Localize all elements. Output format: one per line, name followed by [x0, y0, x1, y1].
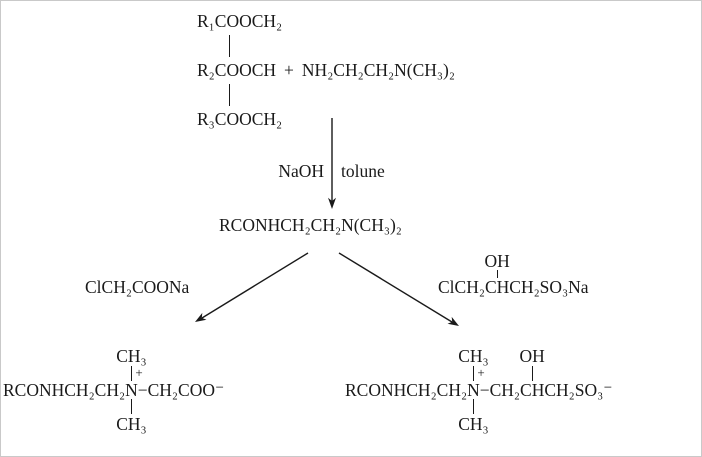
right-product-suffix: CH₂SO₃⁻	[544, 380, 613, 400]
glycerol-bond-bottom	[229, 84, 230, 106]
right-branch-arrow	[338, 252, 453, 323]
right-reagent-suffix: CH₂SO₃Na	[509, 277, 589, 297]
reagent-hydroxyl-label: OH	[484, 251, 510, 271]
left-methyl-bottom-label: CH₃	[116, 414, 147, 434]
product-hydroxyl-bond	[532, 366, 534, 381]
amine-reactant: NH₂CH₂CH₂N(CH₃)₂	[301, 60, 455, 80]
left-reagent: ClCH₂COONa	[85, 277, 190, 297]
right-product-ch-stack: OH CH	[520, 346, 545, 401]
right-methyl-top-label: CH₃	[458, 346, 489, 366]
left-positive-charge: +	[135, 365, 143, 380]
right-product-prefix: RCONHCH₂CH₂	[345, 380, 468, 400]
right-reagent-prefix: ClCH₂	[438, 277, 485, 297]
triglyceride-row3: R₃COOCH₂	[197, 109, 283, 129]
left-product-prefix: RCONHCH₂CH₂	[3, 380, 126, 400]
glycerol-bond-top	[229, 35, 230, 57]
right-reagent-ch: CH	[484, 277, 510, 297]
left-branch-arrow	[201, 252, 309, 319]
plus-operator: +	[284, 60, 294, 80]
left-n-bond-top	[131, 366, 133, 381]
right-n-bond-bottom	[473, 399, 475, 414]
left-arrow-head	[195, 312, 207, 322]
intermediate-formula: RCONHCH₂CH₂N(CH₃)₂	[219, 215, 402, 235]
left-product-nitrogen: N	[125, 380, 138, 400]
reactants-row2: R₂COOCH + NH₂CH₂CH₂N(CH₃)₂	[197, 60, 455, 81]
right-reagent: ClCH₂ OH CHCH₂SO₃Na	[438, 251, 589, 298]
reagent-hydroxyl-bond	[497, 270, 499, 278]
right-product-mid: −CH₂	[479, 380, 521, 400]
condition-solvent: tolune	[341, 161, 385, 181]
left-product-suffix: −CH₂COO⁻	[137, 380, 225, 400]
right-positive-charge: +	[477, 365, 485, 380]
right-arrow-head	[447, 316, 459, 326]
right-methyl-bottom-label: CH₃	[458, 414, 489, 434]
left-methyl-top-label: CH₃	[116, 346, 147, 366]
right-product-ch: CH	[520, 380, 545, 400]
right-n-bond-top	[473, 366, 475, 381]
right-reagent-ch-stack: OH CH	[484, 251, 510, 298]
main-arrow-head	[328, 197, 336, 209]
triglyceride-row1: R₁COOCH₂	[197, 11, 283, 31]
left-n-bond-bottom	[131, 399, 133, 414]
condition-naoh: NaOH	[278, 161, 324, 181]
right-product-nitrogen: N	[467, 380, 480, 400]
triglyceride-row2: R₂COOCH	[197, 60, 277, 80]
product-hydroxyl-label: OH	[519, 346, 545, 366]
